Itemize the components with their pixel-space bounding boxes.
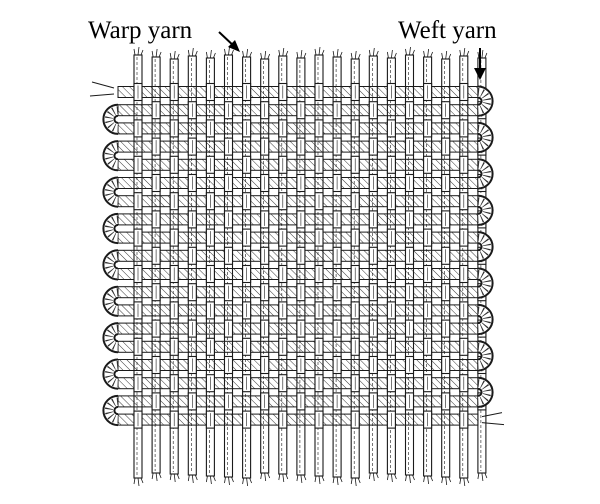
weft-tail-top [89, 81, 115, 97]
weft-yarn-label: Weft yarn [398, 17, 497, 44]
weft-selvedge-loops [89, 81, 505, 427]
weft-loop-left [102, 249, 119, 281]
weft-loop-right [477, 158, 494, 190]
weft-loop-right [477, 231, 494, 263]
weft-loop-right [477, 85, 494, 117]
warp-yarn [151, 48, 162, 482]
weft-loop-left [102, 176, 119, 208]
weft-arrow-icon [474, 48, 486, 80]
weft-loop-left [102, 140, 119, 172]
weft-loop-left [102, 358, 119, 390]
weft-loop-left [102, 322, 119, 354]
weft-loop-right [477, 267, 494, 299]
weft-loop-right [477, 194, 494, 226]
weft-loop-right [477, 121, 494, 154]
warp-yarn-label: Warp yarn [88, 17, 193, 44]
warp-yarn [223, 46, 234, 486]
weft-loop-left [102, 394, 119, 427]
weft-loop-right [477, 376, 494, 408]
warp-arrow-icon [218, 31, 240, 52]
weft-loop-right [477, 340, 494, 372]
weft-loop-left [102, 212, 119, 245]
weft-loop-right [477, 303, 494, 336]
weft-tail-bottom [481, 412, 505, 426]
label-arrows [218, 31, 486, 80]
warp-yarn [296, 49, 307, 484]
weft-loop-left [102, 103, 119, 135]
weft-loop-left [102, 285, 119, 317]
